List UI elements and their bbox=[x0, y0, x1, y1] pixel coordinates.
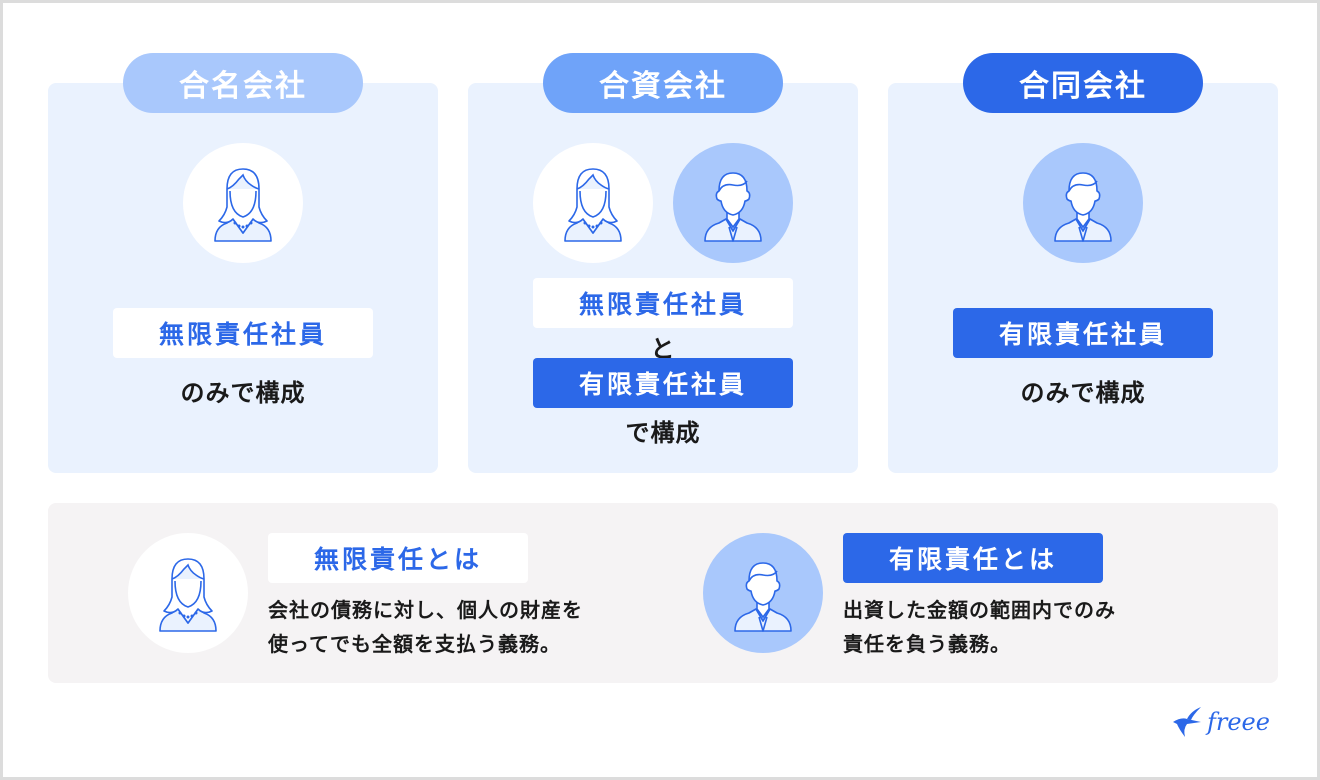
man-icon bbox=[1023, 143, 1143, 263]
title-pill-godo: 合同会社 bbox=[963, 53, 1203, 113]
company-card-gomei bbox=[48, 83, 438, 473]
woman-icon bbox=[533, 143, 653, 263]
composition-caption: で構成 bbox=[625, 419, 701, 447]
composition-caption: のみで構成 bbox=[1020, 379, 1146, 407]
definition-line: 出資した金額の範囲内でのみ bbox=[843, 598, 1116, 622]
limited-liability-definition: 出資した金額の範囲内でのみ 責任を負う義務。 bbox=[843, 593, 1116, 661]
logo-text: freee bbox=[1207, 708, 1270, 736]
limited-member-tag: 有限責任社員 bbox=[533, 358, 793, 408]
unlimited-liability-term: 無限責任とは bbox=[268, 533, 528, 583]
composition-caption: のみで構成 bbox=[180, 379, 306, 407]
woman-icon bbox=[183, 143, 303, 263]
company-card-godo bbox=[888, 83, 1278, 473]
definition-line: 使ってでも全額を支払う義務。 bbox=[268, 632, 561, 656]
bird-icon bbox=[1173, 707, 1201, 737]
unlimited-member-tag: 無限責任社員 bbox=[533, 278, 793, 328]
definition-line: 会社の債務に対し、個人の財産を bbox=[268, 598, 583, 622]
woman-icon bbox=[128, 533, 248, 653]
unlimited-member-tag: 無限責任社員 bbox=[113, 308, 373, 358]
title-pill-gomei: 合名会社 bbox=[123, 53, 363, 113]
limited-liability-term: 有限責任とは bbox=[843, 533, 1103, 583]
definition-line: 責任を負う義務。 bbox=[843, 632, 1011, 656]
man-icon bbox=[703, 533, 823, 653]
man-icon bbox=[673, 143, 793, 263]
unlimited-liability-definition: 会社の債務に対し、個人の財産を 使ってでも全額を支払う義務。 bbox=[268, 593, 583, 661]
freee-logo: freee bbox=[1171, 705, 1270, 739]
title-pill-goshi: 合資会社 bbox=[543, 53, 783, 113]
limited-member-tag: 有限責任社員 bbox=[953, 308, 1213, 358]
